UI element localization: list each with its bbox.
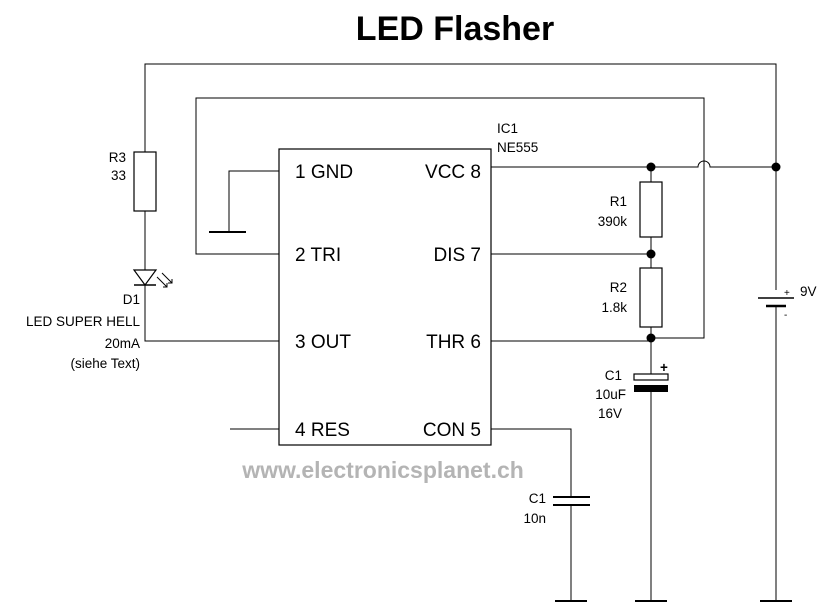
r2-value: 1.8k <box>601 300 627 315</box>
c1-timing-plate-negative <box>634 385 668 392</box>
led-d1-triangle <box>132 269 158 287</box>
junction-dis-r1-r2 <box>646 249 656 259</box>
r1-ref: R1 <box>610 194 627 209</box>
c1-timing-voltage: 16V <box>598 406 622 421</box>
r1-value: 390k <box>598 214 628 229</box>
d1-note: (siehe Text) <box>70 356 140 371</box>
r2-resistor <box>639 267 663 328</box>
pin-8-label: VCC 8 <box>425 162 481 183</box>
gnd-pin-wire <box>228 170 279 232</box>
ic-ref: IC1 <box>497 121 518 136</box>
out-pin-wire <box>144 285 279 342</box>
r3-ref: R3 <box>109 150 126 165</box>
c1-timing-polarity: + <box>660 360 668 375</box>
ic-type: NE555 <box>497 140 538 155</box>
pin-6-label: THR 6 <box>426 332 481 353</box>
junction-vcc-r1 <box>646 162 656 172</box>
trigger-threshold-loop-wire <box>195 97 705 339</box>
page-title: LED Flasher <box>356 10 554 48</box>
d1-ref: D1 <box>123 292 140 307</box>
r2-ref: R2 <box>610 280 627 295</box>
c1-control-ref: C1 <box>529 491 546 506</box>
c1-timing-value: 10uF <box>595 387 626 402</box>
r1-resistor <box>639 181 663 238</box>
d1-desc: LED SUPER HELL <box>26 314 141 329</box>
ic-body <box>278 148 492 446</box>
d1-current: 20mA <box>105 336 140 351</box>
r3-value: 33 <box>111 168 126 183</box>
r3-resistor <box>133 151 157 212</box>
led-light-arrows-icon <box>156 272 173 288</box>
top-supply-wire <box>144 63 777 290</box>
con-pin-wire <box>491 428 572 497</box>
c1-timing-plate-positive <box>633 373 669 381</box>
c1-timing-ref: C1 <box>605 368 622 383</box>
battery-value: 9V <box>800 284 817 299</box>
battery-plus: + <box>784 288 790 299</box>
watermark: www.electronicsplanet.ch <box>241 457 524 483</box>
vcc-wire <box>491 160 776 168</box>
battery-minus: - <box>784 310 787 321</box>
c1-control-value: 10n <box>523 511 546 526</box>
pin-3-label: 3 OUT <box>295 332 351 353</box>
junction-thr-r2 <box>646 333 656 343</box>
pin-7-label: DIS 7 <box>433 245 481 266</box>
pin-2-label: 2 TRI <box>295 245 341 266</box>
pin-4-label: 4 RES <box>295 420 350 441</box>
junction-vcc-battery <box>771 162 781 172</box>
pin-5-label: CON 5 <box>423 420 481 441</box>
pin-1-label: 1 GND <box>295 162 353 183</box>
